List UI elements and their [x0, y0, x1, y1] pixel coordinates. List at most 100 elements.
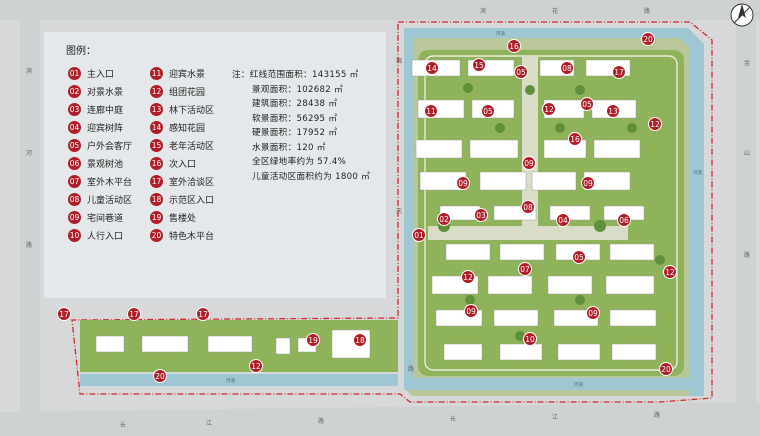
map-marker: 07: [518, 262, 532, 276]
legend-label: 迎宾树阵: [87, 123, 124, 134]
legend-label: 室外洽谈区: [169, 177, 215, 188]
top-road: [0, 0, 760, 20]
map-marker: 02: [437, 212, 451, 226]
legend-label: 人行入口: [87, 231, 124, 242]
stat-line: 注：红线范围面积：143155 ㎡: [232, 70, 359, 80]
stat-line: 硬景面积：17952 ㎡: [252, 128, 338, 138]
legend-label: 迎宾水景: [169, 69, 206, 80]
stat-line: 儿童活动区面积约为 1800 ㎡: [252, 171, 371, 182]
legend-label: 室外木平台: [87, 177, 133, 188]
legend-item: 11 迎宾水景: [150, 66, 205, 80]
inner-path: [424, 55, 678, 371]
map-marker: 16: [568, 132, 582, 146]
legend-number: 19: [150, 210, 163, 224]
legend-item: 20 特色木平台: [150, 228, 214, 242]
map-marker: 12: [663, 265, 677, 279]
map-marker: 05: [514, 65, 528, 79]
legend-number: 10: [68, 228, 81, 242]
legend-label: 次入口: [169, 159, 197, 170]
map-marker: 19: [306, 333, 320, 347]
legend-label: 示范区入口: [169, 195, 215, 206]
road-label: 山: [744, 150, 751, 157]
legend-number: 14: [150, 120, 163, 134]
map-marker: 15: [472, 58, 486, 72]
map-marker: 09: [522, 156, 536, 170]
legend-label: 景观树池: [87, 159, 124, 170]
legend-label: 特色木平台: [169, 231, 215, 242]
legend-number: 09: [68, 210, 81, 224]
legend-item: 19 售楼处: [150, 210, 196, 224]
left-road: [20, 0, 40, 436]
legend-item: 07 室外木平台: [68, 174, 132, 188]
legend-label: 林下活动区: [169, 105, 215, 116]
map-marker: 09: [456, 176, 470, 190]
legend-number: 07: [68, 174, 81, 188]
legend-label: 感知花园: [169, 123, 206, 134]
map-marker: 09: [586, 306, 600, 320]
legend-item: 06 景观树池: [68, 156, 123, 170]
map-marker: 06: [617, 213, 631, 227]
stat-line: 水景面积：120 ㎡: [252, 142, 326, 153]
legend-number: 03: [68, 102, 81, 116]
legend-label: 宅间巷道: [87, 213, 124, 224]
legend-number: 20: [150, 228, 163, 242]
legend-number: 04: [68, 120, 81, 134]
red-boundary: [71, 21, 713, 403]
map-marker: 08: [560, 61, 574, 75]
legend-label: 对景水景: [87, 87, 124, 98]
legend-title: 图例：: [66, 46, 96, 57]
road-label: 路: [26, 242, 33, 249]
road-label: 花: [552, 8, 559, 15]
legend-item: 16 次入口: [150, 156, 196, 170]
stat-line: 建筑面积：28438 ㎡: [252, 99, 338, 109]
north-arrow-icon: [730, 3, 754, 27]
legend-item: 10 人行入口: [68, 228, 123, 242]
stat-line: 景观面积：102682 ㎡: [252, 84, 343, 95]
road-label: 路: [408, 366, 415, 373]
legend-number: 08: [68, 192, 81, 206]
map-marker: 17: [196, 307, 210, 321]
road-label: 滨: [26, 68, 33, 75]
map-marker: 10: [523, 332, 537, 346]
legend-number: 15: [150, 138, 163, 152]
legend-item: 14 感知花园: [150, 120, 205, 134]
map-marker: 05: [580, 97, 594, 111]
legend-item: 04 迎宾树阵: [68, 120, 123, 134]
map-marker: 17: [612, 65, 626, 79]
map-marker: 20: [659, 362, 673, 376]
road-label: 江: [552, 414, 559, 421]
map-marker: 17: [127, 307, 141, 321]
legend-number: 11: [150, 66, 163, 80]
legend-number: 06: [68, 156, 81, 170]
legend-label: 组团花园: [169, 87, 206, 98]
map-marker: 13: [606, 104, 620, 118]
cross-axis: [428, 226, 628, 240]
road-label: 路: [318, 418, 325, 425]
right-road: [736, 0, 756, 436]
map-marker: 16: [507, 39, 521, 53]
legend-label: 售楼处: [169, 213, 197, 224]
map-marker: 12: [249, 359, 263, 373]
map-marker: 12: [648, 117, 662, 131]
map-marker: 05: [481, 104, 495, 118]
river-label: 河道: [693, 171, 702, 176]
legend-number: 12: [150, 84, 163, 98]
road-label: 江: [206, 420, 213, 427]
legend-number: 16: [150, 156, 163, 170]
legend-number: 05: [68, 138, 81, 152]
road-label: 路: [654, 412, 661, 419]
legend-item: 09 宅间巷道: [68, 210, 123, 224]
map-marker: 01: [412, 228, 426, 242]
legend-label: 主入口: [87, 69, 115, 80]
map-marker: 14: [425, 61, 439, 75]
map-marker: 20: [153, 369, 167, 383]
river-label: 河道: [574, 383, 583, 388]
stat-line: 软景面积：56295 ㎡: [252, 113, 338, 124]
legend-number: 01: [68, 66, 81, 80]
